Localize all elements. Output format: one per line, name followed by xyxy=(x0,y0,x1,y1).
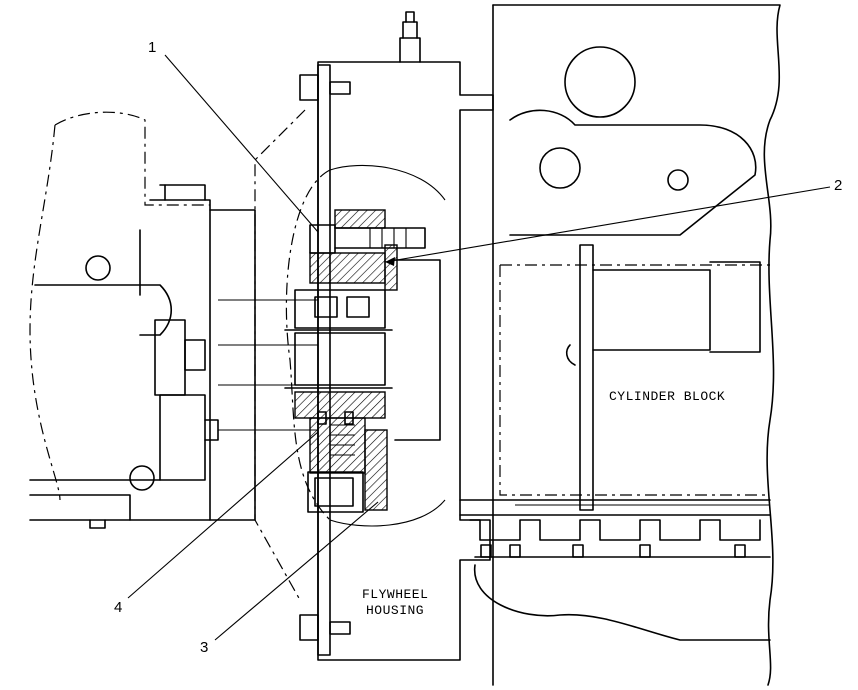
leader-1 xyxy=(164,54,319,233)
callout-4: 4 xyxy=(114,599,122,616)
cylinder-block xyxy=(459,4,781,686)
idler-gear-section xyxy=(284,209,426,513)
leader-4 xyxy=(127,431,319,599)
leader-lines xyxy=(127,54,831,641)
leader-3 xyxy=(214,501,379,641)
flywheel-housing xyxy=(254,11,494,661)
callout-1: 1 xyxy=(148,39,156,56)
pump-assembly xyxy=(29,111,318,529)
callout-2: 2 xyxy=(834,177,842,194)
flywheel-housing-label-line1: FLYWHEEL xyxy=(362,587,428,602)
leader-2 xyxy=(384,186,831,263)
cylinder-block-label: CYLINDER BLOCK xyxy=(609,389,725,404)
callout-3: 3 xyxy=(200,639,208,656)
flywheel-housing-label-line2: HOUSING xyxy=(366,603,424,618)
